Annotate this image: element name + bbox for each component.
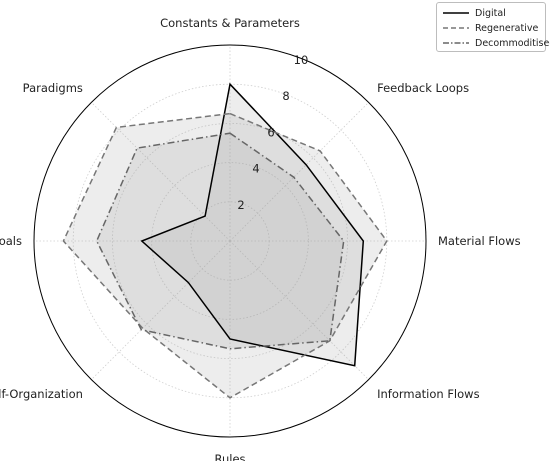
series-line-regenerative (62, 112, 388, 399)
grid-spoke (229, 240, 369, 380)
radial-tick-label: 6 (267, 125, 274, 139)
axis-label: Goals (0, 234, 22, 248)
legend-line-solid-icon (443, 12, 469, 14)
legend-item-regenerative: Regenerative (443, 21, 538, 35)
legend-line-dashed-icon (443, 27, 469, 29)
radial-tick-label: 2 (237, 198, 244, 212)
legend-item-digital: Digital (443, 6, 506, 20)
legend-label: Regenerative (475, 22, 539, 34)
axis-label: Information Flows (377, 387, 479, 401)
axis-label: Material Flows (438, 234, 521, 248)
radial-tick-label: 4 (252, 162, 259, 176)
series-fill (63, 113, 387, 398)
series-fill (141, 84, 364, 366)
radial-tick-labels: 2 4 6 8 10 (237, 53, 308, 212)
series-line-decommoditised (95, 132, 345, 350)
axis-label: Constants & Parameters (160, 16, 300, 30)
series-line-digital (140, 82, 365, 367)
series-layer (62, 82, 388, 399)
legend-label: Digital (475, 7, 506, 19)
axis-label: Paradigms (23, 81, 83, 95)
legend-label: Decommoditised (475, 37, 550, 49)
grid-spoke (229, 102, 369, 242)
legend-item-decommoditised: Decommoditised (443, 36, 550, 50)
legend: Digital Regenerative Decommoditised (436, 2, 550, 52)
radial-tick-label: 8 (282, 89, 289, 103)
axis-label: Feedback Loops (377, 81, 469, 95)
series-fill (96, 133, 344, 349)
axis-label: Self-Organization (0, 387, 83, 401)
grid-spoke (91, 240, 231, 380)
outer-frame (33, 44, 427, 438)
legend-line-dashdot-icon (443, 42, 469, 44)
axis-label: Rules (214, 452, 245, 461)
grid-circle (112, 123, 348, 359)
radial-tick-label: 10 (294, 53, 309, 67)
grid-spoke (91, 102, 231, 242)
